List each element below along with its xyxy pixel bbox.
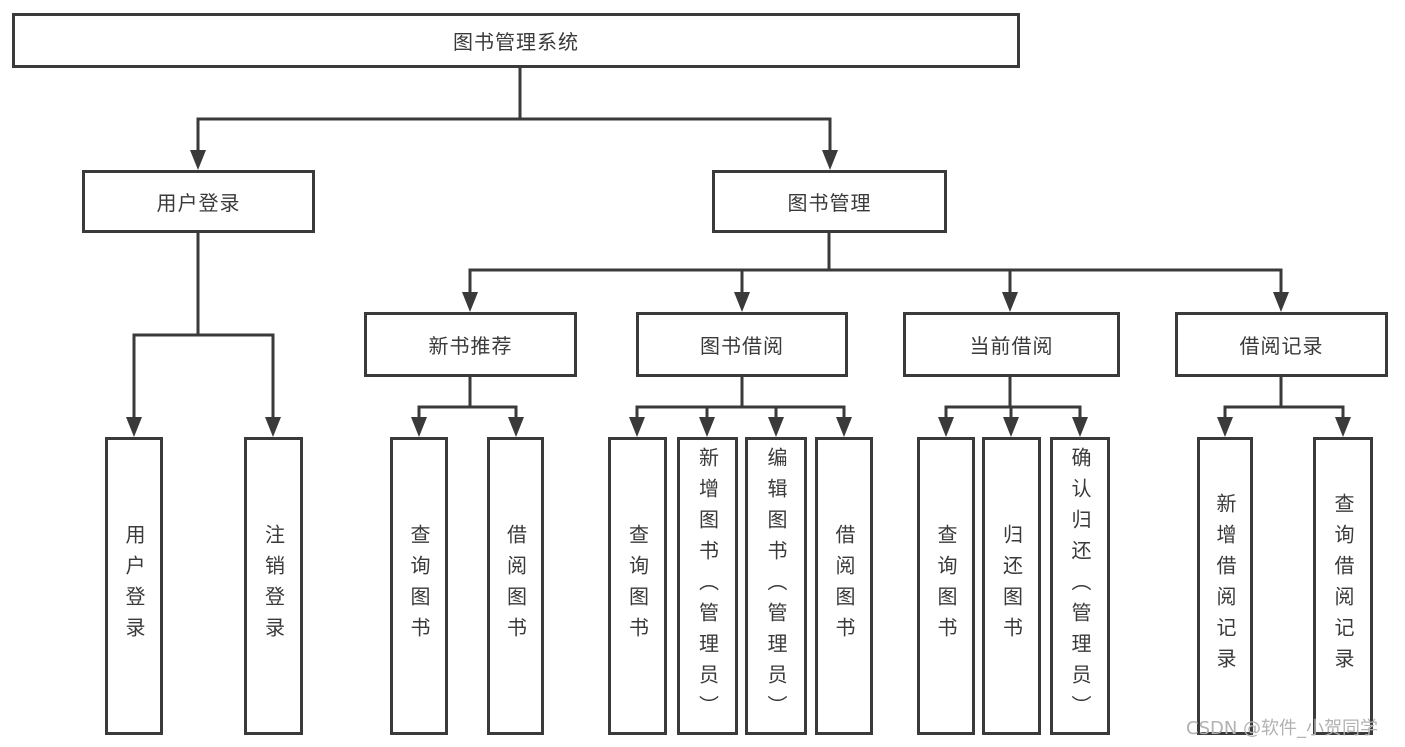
node-book-borrow-label: 图书借阅: [700, 334, 784, 358]
leaf-query-borrow-record-label: 查询借阅记录: [1331, 493, 1355, 679]
leaf-query-books-borrow: 查询图书: [608, 437, 667, 735]
node-user-login: 用户登录: [82, 170, 315, 233]
connector-book-management-children: [462, 233, 1289, 312]
leaf-query-books-recommend-label: 查询图书: [407, 524, 431, 648]
leaf-query-books-current: 查询图书: [917, 437, 975, 735]
leaf-confirm-return-admin-label: 确认归还（管理员）: [1068, 446, 1092, 726]
node-user-login-label: 用户登录: [156, 191, 241, 215]
leaf-add-borrow-record: 新增借阅记录: [1197, 437, 1253, 735]
leaf-user-login-label: 用户登录: [122, 524, 146, 648]
leaf-query-borrow-record: 查询借阅记录: [1313, 437, 1373, 735]
connector-user-login-children: [126, 233, 281, 437]
leaf-return-books-label: 归还图书: [999, 524, 1024, 648]
node-new-book-recommend-label: 新书推荐: [428, 334, 513, 358]
node-borrow-records-label: 借阅记录: [1239, 334, 1324, 358]
leaf-borrow-books-recommend: 借阅图书: [487, 437, 544, 735]
leaf-user-login: 用户登录: [105, 437, 163, 735]
node-book-management: 图书管理: [712, 170, 947, 233]
leaf-query-books-recommend: 查询图书: [390, 437, 448, 735]
connector-new-book-recommend-children: [411, 377, 524, 437]
node-current-borrow-label: 当前借阅: [969, 334, 1054, 358]
leaf-add-borrow-record-label: 新增借阅记录: [1213, 493, 1237, 679]
leaf-borrow-books-label: 借阅图书: [832, 524, 856, 648]
leaf-logout-label: 注销登录: [261, 524, 286, 648]
leaf-borrow-books: 借阅图书: [815, 437, 873, 735]
node-borrow-records: 借阅记录: [1175, 312, 1388, 377]
leaf-query-books-current-label: 查询图书: [934, 524, 958, 648]
leaf-add-book-admin: 新增图书（管理员）: [677, 437, 738, 735]
leaf-borrow-books-recommend-label: 借阅图书: [503, 524, 528, 648]
leaf-query-books-borrow-label: 查询图书: [625, 524, 650, 648]
connector-borrow-records-children: [1217, 377, 1351, 437]
node-library-system: 图书管理系统: [12, 13, 1020, 68]
connector-root-to-level2: [190, 68, 838, 170]
leaf-edit-book-admin-label: 编辑图书（管理员）: [764, 446, 788, 726]
leaf-edit-book-admin: 编辑图书（管理员）: [745, 437, 807, 735]
node-book-borrow: 图书借阅: [636, 312, 848, 377]
node-book-management-label: 图书管理: [787, 191, 872, 215]
leaf-return-books: 归还图书: [982, 437, 1041, 735]
connector-book-borrow-children: [629, 377, 852, 437]
leaf-logout: 注销登录: [244, 437, 303, 735]
leaf-add-book-admin-label: 新增图书（管理员）: [695, 446, 720, 726]
node-new-book-recommend: 新书推荐: [364, 312, 577, 377]
csdn-watermark: CSDN @软件_小贺同学: [1186, 718, 1379, 739]
leaf-confirm-return-admin: 确认归还（管理员）: [1050, 437, 1110, 735]
connector-current-borrow-children: [938, 377, 1088, 437]
node-library-system-label: 图书管理系统: [453, 30, 579, 54]
node-current-borrow: 当前借阅: [903, 312, 1120, 377]
